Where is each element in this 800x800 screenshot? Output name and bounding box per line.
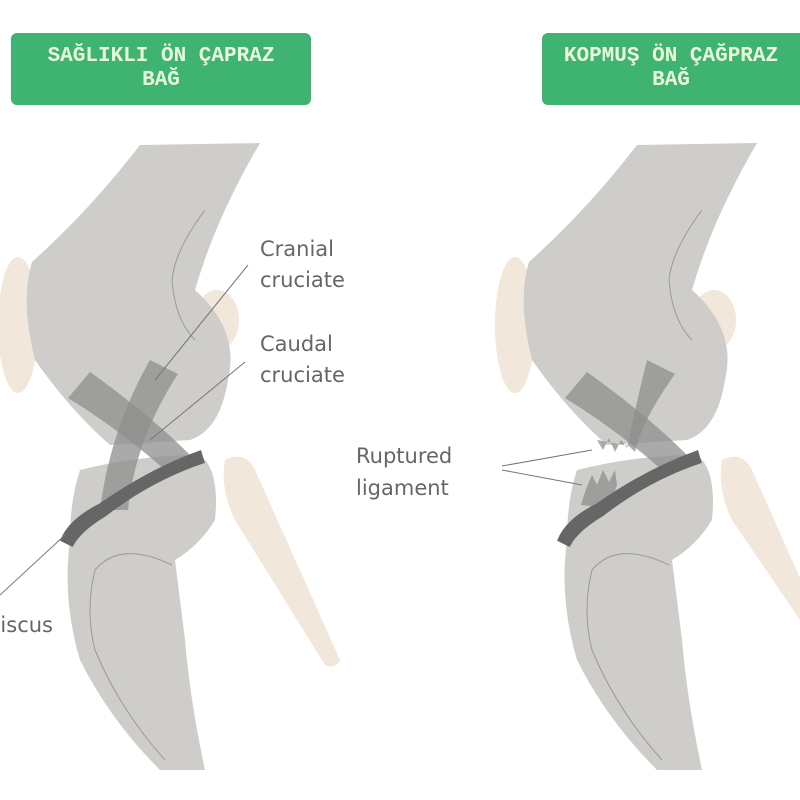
ruptured-title-line1: KOPMUŞ ÖN ÇAĞPRAZ: [563, 45, 779, 68]
tibia: [67, 455, 217, 770]
caudal-cruciate-ligament: [565, 372, 687, 470]
cranial-label-2: cruciate: [260, 268, 345, 292]
healthy-title-line2: BAĞ: [142, 69, 180, 92]
cranial-label-1: Cranial: [260, 237, 334, 261]
healthy-title-line1: SAĞLIKLI ÖN ÇAPRAZ: [47, 45, 275, 68]
femur: [26, 143, 260, 445]
tibia-contour: [89, 553, 173, 761]
meniscus: [60, 450, 205, 547]
meniscus-label: Meniscus: [0, 613, 53, 637]
femur: [523, 143, 757, 445]
caudal-pointer-line: [149, 361, 246, 441]
ruptured-pointer-line-upper: [501, 449, 593, 467]
ruptured-knee: [495, 143, 800, 770]
meniscus: [557, 450, 702, 547]
fibula: [223, 456, 340, 667]
femur-contour: [668, 209, 703, 341]
ruptured-label-2: ligament: [356, 476, 449, 500]
ruptured-title-line2: BAĞ: [652, 69, 690, 92]
healthy-knee: Cranial cruciate Caudal cruciate Meniscu…: [0, 143, 345, 770]
tibia-contour: [586, 553, 670, 761]
ruptured-pointer-line-lower: [501, 469, 583, 486]
cranial-pointer-line: [154, 264, 249, 381]
ruptured-ligament-upper: [597, 360, 675, 452]
caudal-cruciate-ligament: [68, 372, 190, 470]
fibula: [720, 456, 800, 620]
meniscus-pointer-line: [0, 534, 66, 596]
caudal-label-1: Caudal: [260, 332, 333, 356]
ruptured-label-1: Ruptured: [356, 444, 452, 468]
caudal-label-2: cruciate: [260, 363, 345, 387]
ruptured-title-banner: KOPMUŞ ÖN ÇAĞPRAZ BAĞ: [542, 33, 800, 105]
healthy-title-banner: SAĞLIKLI ÖN ÇAPRAZ BAĞ: [11, 33, 311, 105]
tibia: [564, 455, 713, 770]
femur-contour: [171, 209, 206, 341]
